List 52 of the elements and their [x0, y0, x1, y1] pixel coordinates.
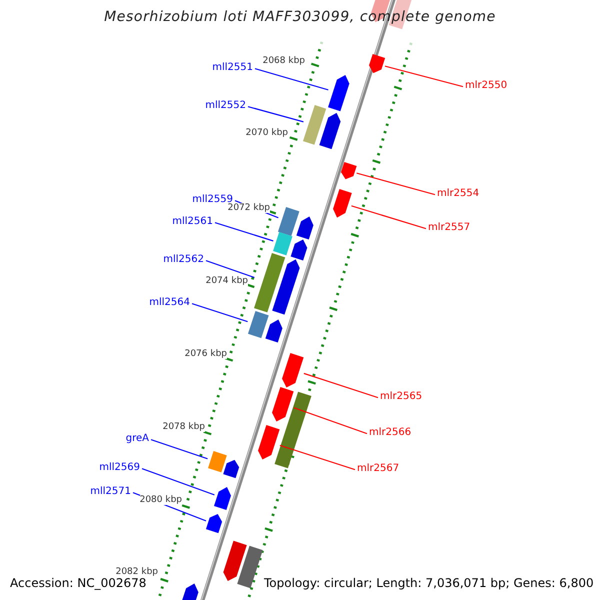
gene-feature-block — [258, 424, 280, 460]
gene-label: mlr2554 — [437, 188, 480, 200]
leader-line — [351, 205, 426, 230]
leader-line — [206, 260, 255, 278]
gene-label: mlr2567 — [357, 463, 400, 475]
gene-feature-block — [272, 386, 294, 422]
gene-label: greA — [126, 433, 149, 445]
gene-label: mlr2550 — [465, 80, 508, 92]
genome-stats-text: Topology: circular; Length: 7,036,071 bp; Genes: 6,800 — [262, 575, 596, 591]
tick-label: 2068 kbp — [262, 56, 305, 66]
tick-label: 2076 kbp — [184, 349, 227, 359]
tick-label: 2080 kbp — [140, 495, 182, 505]
leader-line — [142, 468, 215, 496]
gene-label: mll2551 — [212, 62, 253, 74]
gene-block — [208, 451, 226, 473]
gene-label: mll2561 — [172, 216, 213, 228]
tick-label: 2078 kbp — [162, 422, 205, 432]
gene-label: mlr2566 — [369, 427, 412, 439]
leader-line — [294, 407, 368, 434]
gene-feature-block — [368, 54, 385, 74]
gene-label: mll2564 — [149, 297, 190, 309]
tick-label: 2070 kbp — [246, 128, 288, 138]
gene-label: mlr2557 — [428, 222, 470, 234]
gene-feature-block — [340, 162, 357, 180]
gene-label: mll2571 — [90, 486, 131, 498]
leader-line — [150, 439, 208, 460]
leader-line — [192, 303, 248, 322]
leader-line — [254, 68, 328, 90]
gene-label: mll2569 — [99, 462, 140, 474]
leader-line — [304, 372, 378, 398]
leader-line — [280, 444, 356, 470]
title: Mesorhizobium loti MAFF303099, complete genome — [103, 9, 497, 25]
gene-block — [273, 232, 293, 256]
gene-block — [254, 253, 286, 313]
leader-line — [356, 172, 436, 196]
leader-line — [214, 222, 274, 242]
gene-block — [248, 311, 268, 339]
gene-label: mll2552 — [205, 100, 246, 112]
tick-label: 2072 kbp — [228, 203, 270, 213]
gene-feature-block — [282, 352, 304, 388]
gene-label: mlr2565 — [380, 391, 422, 403]
tick-label: 2074 kbp — [206, 276, 248, 286]
gene-block — [303, 105, 327, 145]
accession-text: Accession: NC_002678 — [8, 575, 148, 591]
gene-feature-block — [206, 514, 222, 534]
gene-label: mll2562 — [163, 254, 204, 266]
gene-feature-block — [328, 74, 350, 112]
gene-block — [278, 207, 300, 237]
leader-line — [384, 66, 464, 88]
leader-line — [248, 106, 304, 122]
gene-feature-block — [214, 486, 232, 510]
gene-feature-block — [332, 188, 352, 218]
